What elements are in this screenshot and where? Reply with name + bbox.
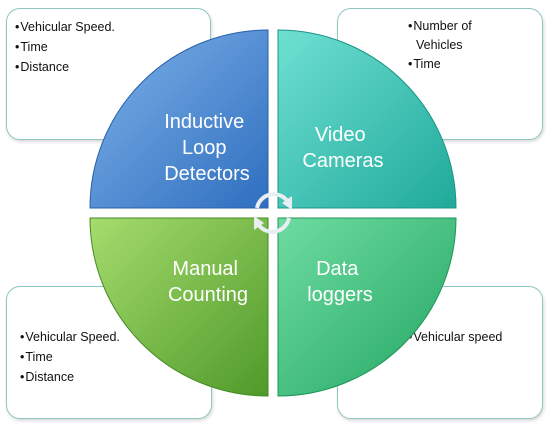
label-line: Detectors xyxy=(164,163,250,185)
info-list-top-right: Number of Vehicles Time xyxy=(408,17,542,74)
list-item: Number of xyxy=(408,17,518,36)
info-list-bottom-left: Vehicular Speed. Time Distance xyxy=(20,327,211,387)
list-item: Vehicular Speed. xyxy=(20,327,211,347)
list-item: Time xyxy=(20,347,211,367)
label-line: Manual xyxy=(172,258,238,280)
list-item: Time xyxy=(15,37,210,57)
quadrant-video-cameras xyxy=(277,29,457,209)
label-line: Counting xyxy=(168,284,248,306)
label-line: Cameras xyxy=(302,150,383,172)
list-item: Time xyxy=(408,55,518,74)
info-list-bottom-right: Vehicular speed xyxy=(408,327,542,347)
label-line: loggers xyxy=(307,284,373,306)
label-line: Data xyxy=(316,258,359,280)
quadrant-manual-counting xyxy=(89,217,269,397)
list-item: Distance xyxy=(15,57,210,77)
label-line: Video xyxy=(315,124,366,146)
list-item: Distance xyxy=(20,367,211,387)
quadrant-label-top-right: Video Cameras xyxy=(302,124,383,172)
cycle-arrows-icon xyxy=(254,192,292,234)
quadrant-data-loggers xyxy=(277,217,457,397)
list-item: Vehicular speed xyxy=(408,327,542,347)
quadrant-label-bottom-left: Manual Counting xyxy=(168,258,248,306)
info-list-top-left: Vehicular Speed. Time Distance xyxy=(15,17,210,77)
list-item-continuation: Vehicles xyxy=(416,38,463,52)
quadrant-inductive-loop-detectors xyxy=(89,29,269,209)
label-line: Inductive xyxy=(164,111,244,133)
quadrant-label-bottom-right: Data loggers xyxy=(307,258,373,306)
list-item: Vehicular Speed. xyxy=(15,17,210,37)
label-line: Loop xyxy=(182,137,227,159)
quadrant-label-top-left: Inductive Loop Detectors xyxy=(164,111,250,185)
